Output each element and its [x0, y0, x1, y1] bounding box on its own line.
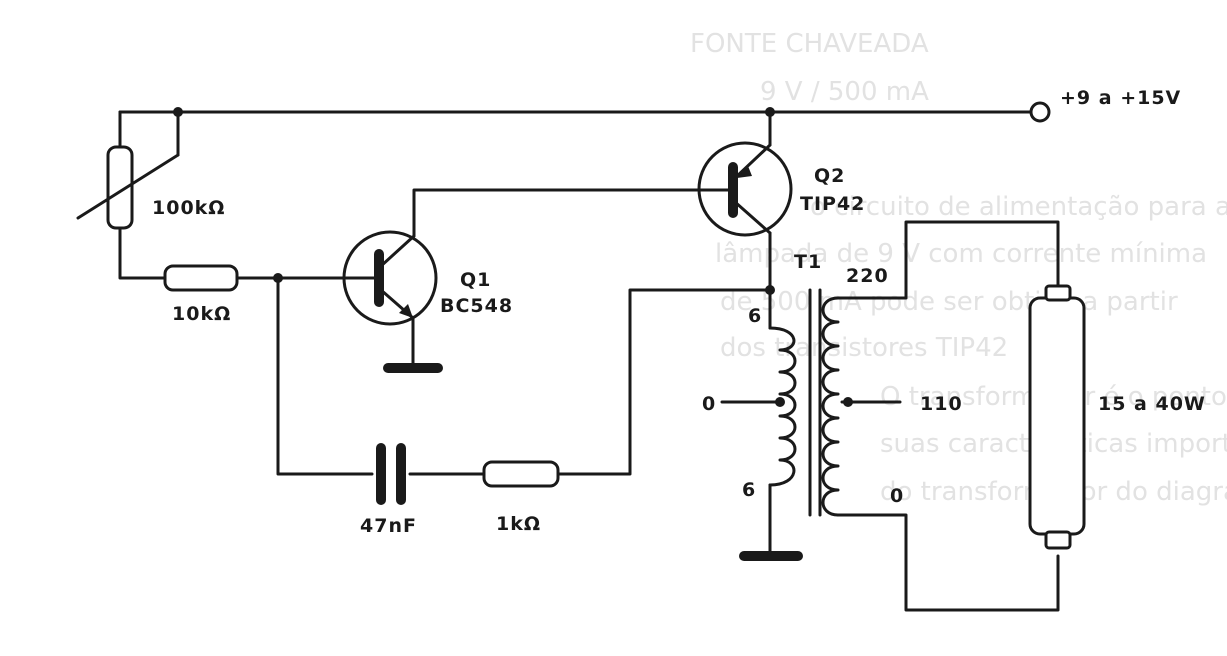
ghost-heading-2: 9 V / 500 mA — [760, 77, 929, 107]
transformer — [768, 288, 840, 517]
secondary-to-lamp-top — [836, 220, 1060, 300]
q1-part: BC548 — [440, 295, 513, 317]
capacitor-value: 47nF — [360, 515, 417, 537]
secondary-mid-label: 110 — [920, 393, 963, 415]
transformer-name: T1 — [794, 251, 822, 273]
secondary-bottom-tap: 0 — [890, 485, 904, 507]
primary-top-tap: 6 — [748, 305, 762, 327]
supply-label: +9 a +15V — [1060, 87, 1181, 109]
junction-dots — [173, 107, 853, 407]
primary-bottom-tap: 6 — [742, 479, 756, 501]
trimmer-wire — [118, 110, 167, 280]
q2-name: Q2 — [814, 165, 845, 187]
wires — [118, 110, 1060, 612]
ghost-line-3: de 500 mA pode ser obtida a partir — [720, 287, 1178, 317]
q1-transistor — [342, 230, 438, 326]
q1-name: Q1 — [460, 269, 491, 291]
supply-terminal — [1029, 101, 1051, 123]
ghost-line-2: lâmpada de 9 V com corrente mínima — [715, 239, 1207, 269]
fluorescent-lamp — [1028, 284, 1086, 550]
q2-part: TIP42 — [800, 193, 865, 215]
ghost-line-4: dos transistores TIP42 — [720, 333, 1008, 363]
base-resistor — [163, 264, 239, 292]
capacitor — [376, 443, 406, 505]
base-resistor-value: 10kΩ — [172, 303, 231, 325]
secondary-to-lamp-bottom — [836, 513, 1060, 612]
feedback-resistor — [482, 460, 560, 488]
ghost-line-1: o circuito de alimentação para a — [810, 192, 1227, 222]
secondary-coil — [821, 296, 840, 517]
feedback-resistor-value: 1kΩ — [496, 513, 541, 535]
ghost-heading-1: FONTE CHAVEADA — [690, 29, 929, 59]
q2-transistor — [697, 141, 793, 237]
trimmer-resistor — [76, 145, 180, 230]
primary-center-label: 0 — [702, 393, 716, 415]
primary-coil — [768, 326, 797, 487]
feedback-wire — [276, 276, 772, 476]
trimmer-value: 100kΩ — [152, 197, 225, 219]
lamp-value: 15 a 40W — [1098, 393, 1206, 415]
secondary-top-tap: 220 — [846, 265, 889, 287]
q1-collector-to-q2-base — [412, 188, 702, 238]
